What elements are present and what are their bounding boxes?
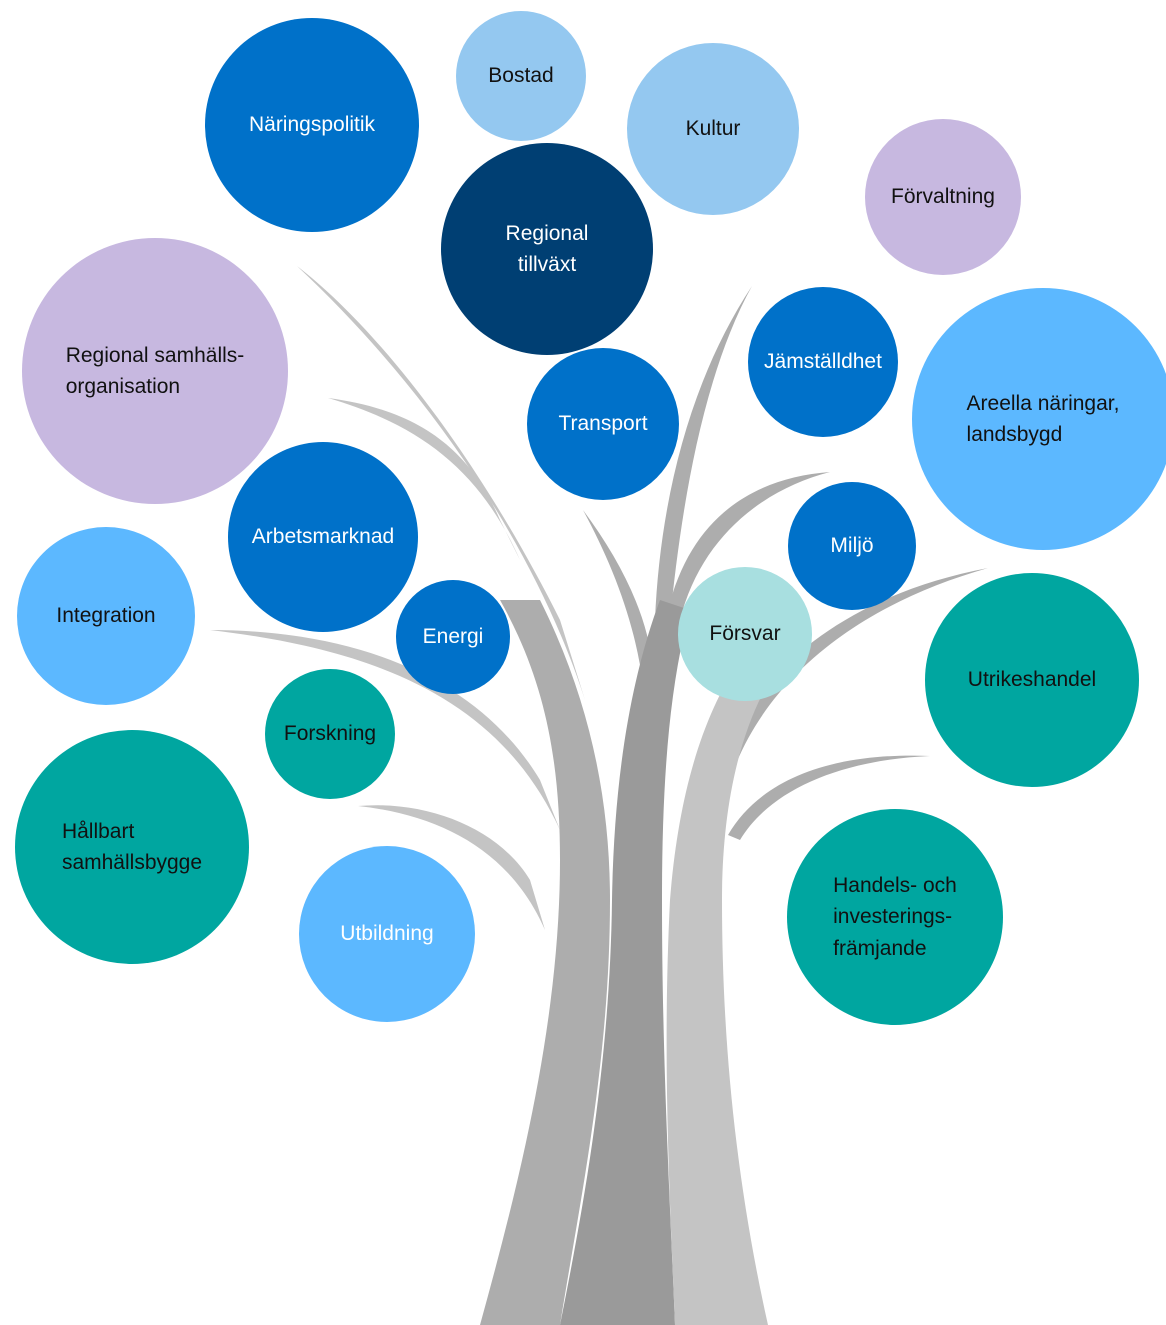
bubble-label-transport: Transport <box>558 412 648 436</box>
bubble-label-utrikeshandel: Utrikeshandel <box>967 668 1097 692</box>
bubble-label-naringspolitik: Näringspolitik <box>248 113 376 137</box>
trunk-right <box>666 660 770 1325</box>
bubble-label-utbildning: Utbildning <box>340 922 434 946</box>
bubble-label-miljo: Miljö <box>830 534 874 558</box>
bubble-label-energi: Energi <box>422 625 484 649</box>
bubble-utrikeshandel: Utrikeshandel <box>925 573 1139 787</box>
branch-left-mid <box>328 398 520 560</box>
branch-right-inner <box>583 510 652 665</box>
bubble-areella-naringar: Areella näringar, landsbygd <box>912 288 1166 550</box>
bubble-handels-och-investeringsframjande: Handels- och investerings- främjande <box>787 809 1003 1025</box>
bubble-label-forsvar: Försvar <box>709 622 781 646</box>
bubble-utbildning: Utbildning <box>299 846 475 1022</box>
bubble-label-areella-naringar: Areella näringar, landsbygd <box>966 391 1120 447</box>
bubble-label-handels-och-investeringsframjande: Handels- och investerings- främjande <box>833 873 957 960</box>
bubble-label-bostad: Bostad <box>488 64 554 88</box>
bubble-label-regional-samhallsorganisation: Regional samhälls- organisation <box>65 343 245 399</box>
branch-right-bottom <box>728 755 930 840</box>
bubble-forskning: Forskning <box>265 669 395 799</box>
branch-upper-right <box>655 286 752 620</box>
bubble-forsvar: Försvar <box>678 567 812 701</box>
bubble-forvaltning: Förvaltning <box>865 119 1021 275</box>
trunk-left <box>480 600 610 1325</box>
bubble-kultur: Kultur <box>627 43 799 215</box>
bubble-integration: Integration <box>17 527 195 705</box>
bubble-transport: Transport <box>527 348 679 500</box>
bubble-label-kultur: Kultur <box>685 117 741 141</box>
branch-left-low <box>210 630 560 830</box>
bubble-label-arbetsmarknad: Arbetsmarknad <box>251 525 395 549</box>
bubble-bostad: Bostad <box>456 11 586 141</box>
bubble-label-integration: Integration <box>56 604 156 628</box>
bubble-regional-tillvaxt: Regional tillväxt <box>441 143 653 355</box>
bubble-jamstalldhet: Jämställdhet <box>748 287 898 437</box>
bubble-label-forvaltning: Förvaltning <box>891 185 995 209</box>
bubble-label-hallbart-samhallsbygge: Hållbart samhällsbygge <box>61 819 203 875</box>
bubble-energi: Energi <box>396 580 510 694</box>
bubble-regional-samhallsorganisation: Regional samhälls- organisation <box>22 238 288 504</box>
trunk-center <box>560 600 690 1325</box>
bubble-label-jamstalldhet: Jämställdhet <box>764 350 882 374</box>
bubble-hallbart-samhallsbygge: Hållbart samhällsbygge <box>15 730 249 964</box>
bubble-arbetsmarknad: Arbetsmarknad <box>228 442 418 632</box>
bubble-miljo: Miljö <box>788 482 916 610</box>
bubble-label-regional-tillvaxt: Regional tillväxt <box>505 221 589 277</box>
bubble-label-forskning: Forskning <box>283 722 377 746</box>
bubble-naringspolitik: Näringspolitik <box>205 18 419 232</box>
branch-left-bottom <box>358 805 545 930</box>
